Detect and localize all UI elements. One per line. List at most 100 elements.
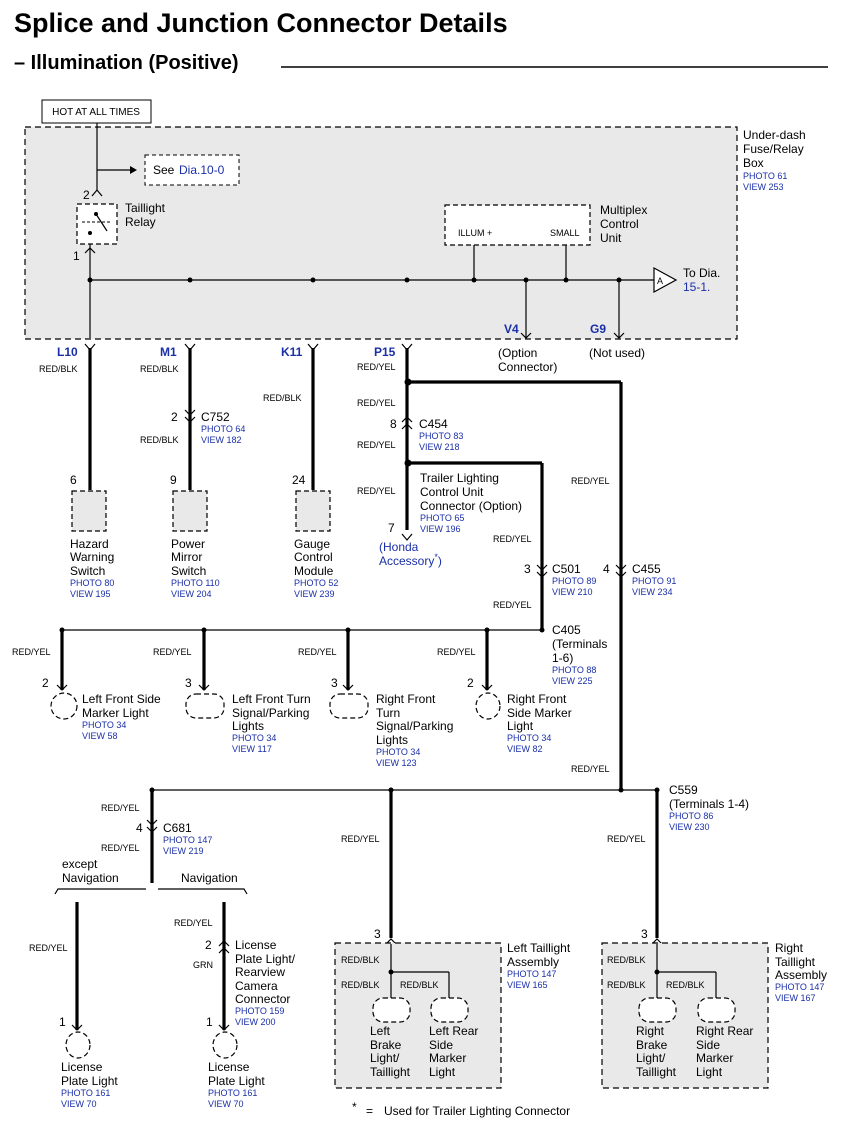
c752-pin: 2 <box>171 410 178 424</box>
lfts-label-3: Lights <box>232 719 264 733</box>
rtail-view-ref[interactable]: VIEW 167 <box>775 993 816 1003</box>
mpcu-label-1: Multiplex <box>600 203 647 217</box>
trailer-wire-color: RED/YEL <box>357 486 396 496</box>
rfsm-photo-ref[interactable]: PHOTO 34 <box>507 733 551 743</box>
lic2-photo-ref[interactable]: PHOTO 159 <box>235 1006 284 1016</box>
lic2-view-ref[interactable]: VIEW 200 <box>235 1017 276 1027</box>
c681-photo-ref[interactable]: PHOTO 147 <box>163 835 212 845</box>
hazard-view-ref[interactable]: VIEW 195 <box>70 589 111 599</box>
rfts-view-ref[interactable]: VIEW 123 <box>376 758 417 768</box>
right-brake-bulb-icon <box>638 997 677 1023</box>
c681-connector-icon <box>146 819 158 826</box>
k11-wire-color: RED/BLK <box>263 393 302 403</box>
c752-connector-icon <box>184 416 196 423</box>
lfts-photo-ref[interactable]: PHOTO 34 <box>232 733 276 743</box>
rfsm-view-ref[interactable]: VIEW 82 <box>507 744 543 754</box>
lfts-wire-color: RED/YEL <box>153 647 192 657</box>
lic2-label-1: License <box>235 938 277 952</box>
c681-wire-color-2: RED/YEL <box>101 843 140 853</box>
lic2-wire-color: RED/YEL <box>174 918 213 928</box>
rtail-a-4: Taillight <box>636 1065 677 1079</box>
c455-wire-color: RED/YEL <box>571 476 610 486</box>
c405-view-ref[interactable]: VIEW 225 <box>552 676 593 686</box>
mirror-photo-ref[interactable]: PHOTO 110 <box>171 578 220 588</box>
ltail-pin: 3 <box>374 927 381 941</box>
page-subtitle: – Illumination (Positive) <box>14 52 239 74</box>
right-taillight-assembly <box>601 942 769 1089</box>
c455-view-ref[interactable]: VIEW 234 <box>632 587 673 597</box>
lfsm-photo-ref[interactable]: PHOTO 34 <box>82 720 126 730</box>
c455-photo-ref[interactable]: PHOTO 91 <box>632 576 676 586</box>
hazard-label-1: Hazard <box>70 537 109 551</box>
c559-view-ref[interactable]: VIEW 230 <box>669 822 710 832</box>
ltail-b-4: Light <box>429 1065 456 1079</box>
rfts-label-4: Lights <box>376 733 408 747</box>
right-front-turn-bulb-icon <box>329 693 369 719</box>
rtail-b-3: Marker <box>696 1051 733 1065</box>
rtail-photo-ref[interactable]: PHOTO 147 <box>775 982 824 992</box>
rtail-a-3: Light/ <box>636 1051 666 1065</box>
bus-splice <box>310 277 316 283</box>
lic2-bulb-photo-ref[interactable]: PHOTO 161 <box>208 1088 257 1098</box>
ltail-a-4: Taillight <box>370 1065 411 1079</box>
lfts-connector-icon <box>198 684 210 691</box>
lic1-view-ref[interactable]: VIEW 70 <box>61 1099 97 1109</box>
license-plate-light-2-bulb-icon <box>212 1031 238 1059</box>
c681-view-ref[interactable]: VIEW 219 <box>163 846 204 856</box>
c559-photo-ref[interactable]: PHOTO 86 <box>669 811 713 821</box>
m1-wire-color: RED/BLK <box>140 364 179 374</box>
rfts-photo-ref[interactable]: PHOTO 34 <box>376 747 420 757</box>
lfts-pin: 3 <box>185 676 192 690</box>
c501-view-ref[interactable]: VIEW 210 <box>552 587 593 597</box>
lfsm-view-ref[interactable]: VIEW 58 <box>82 731 118 741</box>
mirror-view-ref[interactable]: VIEW 204 <box>171 589 212 599</box>
rtail-wire-rb-1: RED/BLK <box>607 955 646 965</box>
ltail-photo-ref[interactable]: PHOTO 147 <box>507 969 556 979</box>
lfts-view-ref[interactable]: VIEW 117 <box>232 744 272 754</box>
lic1-photo-ref[interactable]: PHOTO 161 <box>61 1088 110 1098</box>
g9-arrow-icon <box>613 332 625 339</box>
ltail-a-3: Light/ <box>370 1051 400 1065</box>
rfts-label-1: Right Front <box>376 692 436 706</box>
lic2-bulb-view-ref[interactable]: VIEW 70 <box>208 1099 244 1109</box>
lic1-pin: 1 <box>59 1015 66 1029</box>
mirror-label-3: Switch <box>171 564 206 578</box>
gauge-view-ref[interactable]: VIEW 239 <box>294 589 335 599</box>
c454-pin: 8 <box>390 417 397 431</box>
mpcu-illum-pin: ILLUM + <box>458 228 492 238</box>
c405-photo-ref[interactable]: PHOTO 88 <box>552 665 596 675</box>
rfsm-label-2: Side Marker <box>507 706 572 720</box>
c501-photo-ref[interactable]: PHOTO 89 <box>552 576 596 586</box>
c752-view-ref[interactable]: VIEW 182 <box>201 435 242 445</box>
rfsm-pin: 2 <box>467 676 474 690</box>
trailer-photo-ref[interactable]: PHOTO 65 <box>420 513 464 523</box>
see-dia-link[interactable]: Dia.10-0 <box>179 163 225 177</box>
right-front-side-marker-bulb-icon <box>475 692 501 720</box>
mirror-label-2: Mirror <box>171 550 202 564</box>
c454-view-ref[interactable]: VIEW 218 <box>419 442 460 452</box>
gauge-photo-ref[interactable]: PHOTO 52 <box>294 578 338 588</box>
hazard-photo-ref[interactable]: PHOTO 80 <box>70 578 114 588</box>
lic2-pin-2: 2 <box>205 938 212 952</box>
gauge-label-3: Module <box>294 564 334 578</box>
box-view-ref[interactable]: VIEW 253 <box>743 182 784 192</box>
c681-name: C681 <box>163 821 192 835</box>
see-label: See <box>153 163 175 177</box>
lic1-wire-color: RED/YEL <box>29 943 68 953</box>
hazard-label-2: Warning <box>70 550 114 564</box>
box-photo-ref[interactable]: PHOTO 61 <box>743 171 787 181</box>
terminal-g9: G9 <box>590 322 606 336</box>
c454-photo-ref[interactable]: PHOTO 83 <box>419 431 463 441</box>
relay-pin-1: 1 <box>73 249 80 263</box>
c752-photo-ref[interactable]: PHOTO 64 <box>201 424 245 434</box>
trailer-view-ref[interactable]: VIEW 196 <box>420 524 461 534</box>
relay-pin-1-connector-icon <box>84 247 96 254</box>
license-plate-light-1-bulb-icon <box>65 1031 91 1059</box>
ltail-view-ref[interactable]: VIEW 165 <box>507 980 548 990</box>
left-front-turn-bulb-icon <box>185 693 225 719</box>
hazard-label-3: Switch <box>70 564 105 578</box>
rfts-wire-color: RED/YEL <box>298 647 337 657</box>
to-dia-link[interactable]: 15-1. <box>683 280 710 294</box>
c752-name: C752 <box>201 410 230 424</box>
